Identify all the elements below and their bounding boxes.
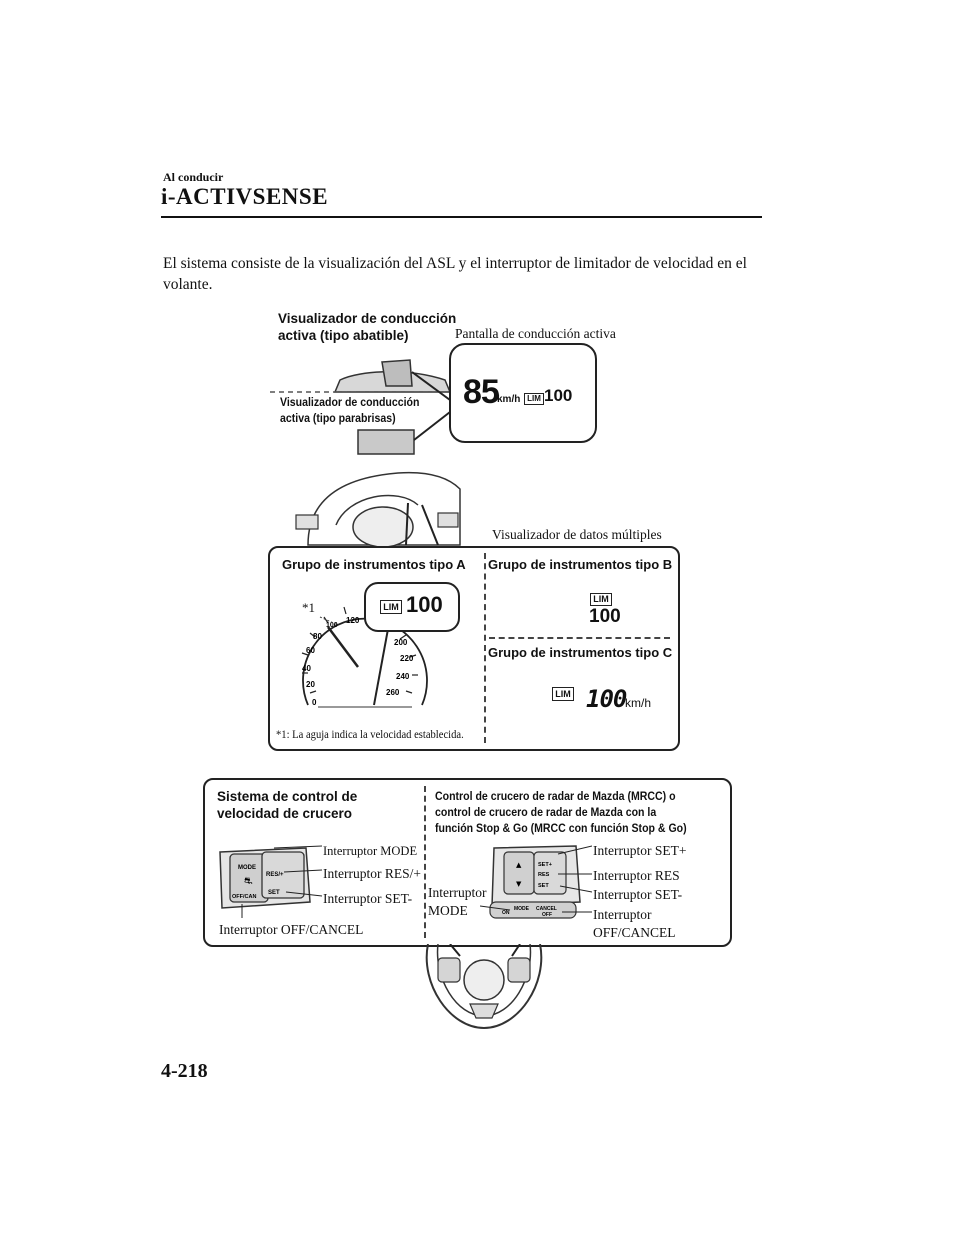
- callout-pointer-line: [373, 628, 389, 706]
- btn-offcan-label: OFF/CAN: [232, 894, 256, 900]
- speedometer-gauge: 0 20 40 60 80 100 120 200 220 240 260: [301, 606, 428, 708]
- footnote-marker: *1: [302, 600, 315, 615]
- dashboard-illustration: [295, 471, 461, 548]
- gauge-label-260: 260: [386, 688, 400, 697]
- mrcc-title-line3: función Stop & Go (MRCC con función Stop…: [435, 821, 687, 835]
- hud-windshield-label-line1: Visualizador de conducción: [280, 395, 420, 409]
- page-title: i-ACTIVSENSE: [161, 184, 329, 209]
- switch-panel-divider: [424, 786, 426, 938]
- gauge-label-80: 80: [313, 632, 322, 641]
- left-off-cancel-switch-label: Interruptor OFF/CANCEL: [219, 922, 364, 937]
- instrument-cluster-panel: [268, 546, 680, 751]
- cluster-b-set-speed: 100: [589, 606, 621, 627]
- steering-wheel-illustration: [425, 944, 543, 1030]
- hud-screen-label: Pantalla de conducción activa: [455, 326, 616, 341]
- btn-set-r-label: SET: [538, 883, 549, 889]
- section-label: Al conducir: [163, 170, 224, 184]
- mrcc-title-line2: control de crucero de radar de Mazda con…: [435, 805, 657, 819]
- btn-set-label: SET: [268, 890, 280, 896]
- distance-up-icon: ▲: [516, 861, 522, 869]
- right-mode-line2: MODE: [428, 903, 468, 918]
- cruise-system-title-line1: Sistema de control de: [217, 789, 358, 804]
- btn-off-r-label: OFF: [542, 912, 552, 918]
- cluster-a-lim-badge: LIM: [380, 600, 402, 614]
- hud-combiner-label-line1: Visualizador de conducción: [278, 311, 457, 326]
- cluster-a-set-speed: 100: [406, 592, 443, 617]
- cluster-c-lim-badge: LIM: [552, 687, 574, 701]
- right-res-switch-label: Interruptor RES: [593, 868, 680, 883]
- right-mode-switch-label: Interruptor MODE: [428, 884, 486, 920]
- cruise-switch-illustration: MODE ⛐ OFF/CAN RES/+ SET: [219, 845, 323, 918]
- hud-display-callout: 85 km/h LIM 100: [449, 343, 597, 443]
- right-off-cancel-line1: Interruptor: [593, 907, 652, 922]
- hud-set-speed: 100: [544, 386, 573, 405]
- hud-current-speed: 85: [463, 373, 500, 411]
- cruise-system-title: Sistema de control de velocidad de cruce…: [217, 788, 357, 822]
- btn-set-plus-label: SET+: [538, 862, 552, 868]
- cluster-b-lim-badge: LIM: [590, 593, 612, 606]
- cluster-c-unit: km/h: [625, 696, 652, 710]
- btn-mode-r-label: MODE: [514, 906, 530, 912]
- cluster-vertical-divider: [484, 553, 486, 743]
- gauge-label-40: 40: [302, 664, 311, 673]
- footnote-text: *1: La aguja indica la velocidad estable…: [276, 729, 464, 741]
- cluster-horizontal-divider: [489, 637, 670, 639]
- mrcc-title: Control de crucero de radar de Mazda (MR…: [435, 788, 687, 836]
- right-set-minus-switch-label: Interruptor SET-: [593, 887, 683, 902]
- hud-illustration: [270, 359, 452, 455]
- cruise-icon: ⛐: [244, 876, 253, 887]
- btn-on-r-label: ON: [502, 910, 510, 916]
- hud-lim-badge: LIM: [524, 393, 544, 405]
- gauge-label-60: 60: [306, 646, 315, 655]
- cluster-a-set-speed-callout: LIM 100: [364, 582, 460, 632]
- gauge-label-220: 220: [400, 654, 414, 663]
- gauge-label-240: 240: [396, 672, 410, 681]
- gauge-label-0: 0: [312, 698, 317, 707]
- cluster-type-c-label: Grupo de instrumentos tipo C: [488, 645, 673, 660]
- mrcc-switch-illustration: ▲ ▼ SET+ RES SET ON MODE CANCEL OFF: [480, 845, 592, 919]
- cluster-c-set-speed: 100: [586, 685, 627, 713]
- right-off-cancel-line2: OFF/CANCEL: [593, 925, 676, 940]
- cluster-type-b-label: Grupo de instrumentos tipo B: [488, 557, 673, 572]
- hud-speed-unit: km/h: [497, 394, 521, 405]
- hud-combiner-label-line2: activa (tipo abatible): [278, 328, 409, 343]
- left-res-switch-label: Interruptor RES/+: [323, 866, 421, 881]
- hud-combiner-label: Visualizador de conducción activa (tipo …: [278, 310, 456, 344]
- cluster-type-a-label: Grupo de instrumentos tipo A: [282, 557, 466, 572]
- gauge-needle: [327, 626, 359, 668]
- btn-cancel-r-label: CANCEL: [536, 906, 557, 912]
- intro-paragraph: El sistema consiste de la visualización …: [163, 255, 747, 293]
- title-rule: [161, 216, 762, 218]
- gauge-label-200: 200: [394, 638, 408, 647]
- btn-res-label: RES/+: [266, 872, 284, 878]
- btn-mode-label: MODE: [238, 865, 256, 871]
- gauge-label-20: 20: [306, 680, 315, 689]
- right-off-cancel-switch-label: Interruptor OFF/CANCEL: [593, 906, 676, 942]
- page-number: 4-218: [161, 1060, 208, 1082]
- hud-windshield-label-line2: activa (tipo parabrisas): [280, 411, 396, 425]
- cruise-system-title-line2: velocidad de crucero: [217, 806, 353, 821]
- right-mode-line1: Interruptor: [428, 885, 487, 900]
- mrcc-title-line1: Control de crucero de radar de Mazda (MR…: [435, 789, 676, 803]
- gauge-label-120: 120: [346, 616, 360, 625]
- multi-info-display-label: Visualizador de datos múltiples: [492, 527, 662, 542]
- btn-res-r-label: RES: [538, 872, 550, 878]
- gauge-label-100: 100: [326, 622, 338, 629]
- left-set-switch-label: Interruptor SET-: [323, 891, 413, 906]
- left-mode-switch-label: Interruptor MODE: [323, 844, 418, 858]
- distance-down-icon: ▼: [516, 880, 522, 888]
- right-set-plus-switch-label: Interruptor SET+: [593, 843, 687, 858]
- hud-windshield-label: Visualizador de conducción activa (tipo …: [280, 394, 419, 426]
